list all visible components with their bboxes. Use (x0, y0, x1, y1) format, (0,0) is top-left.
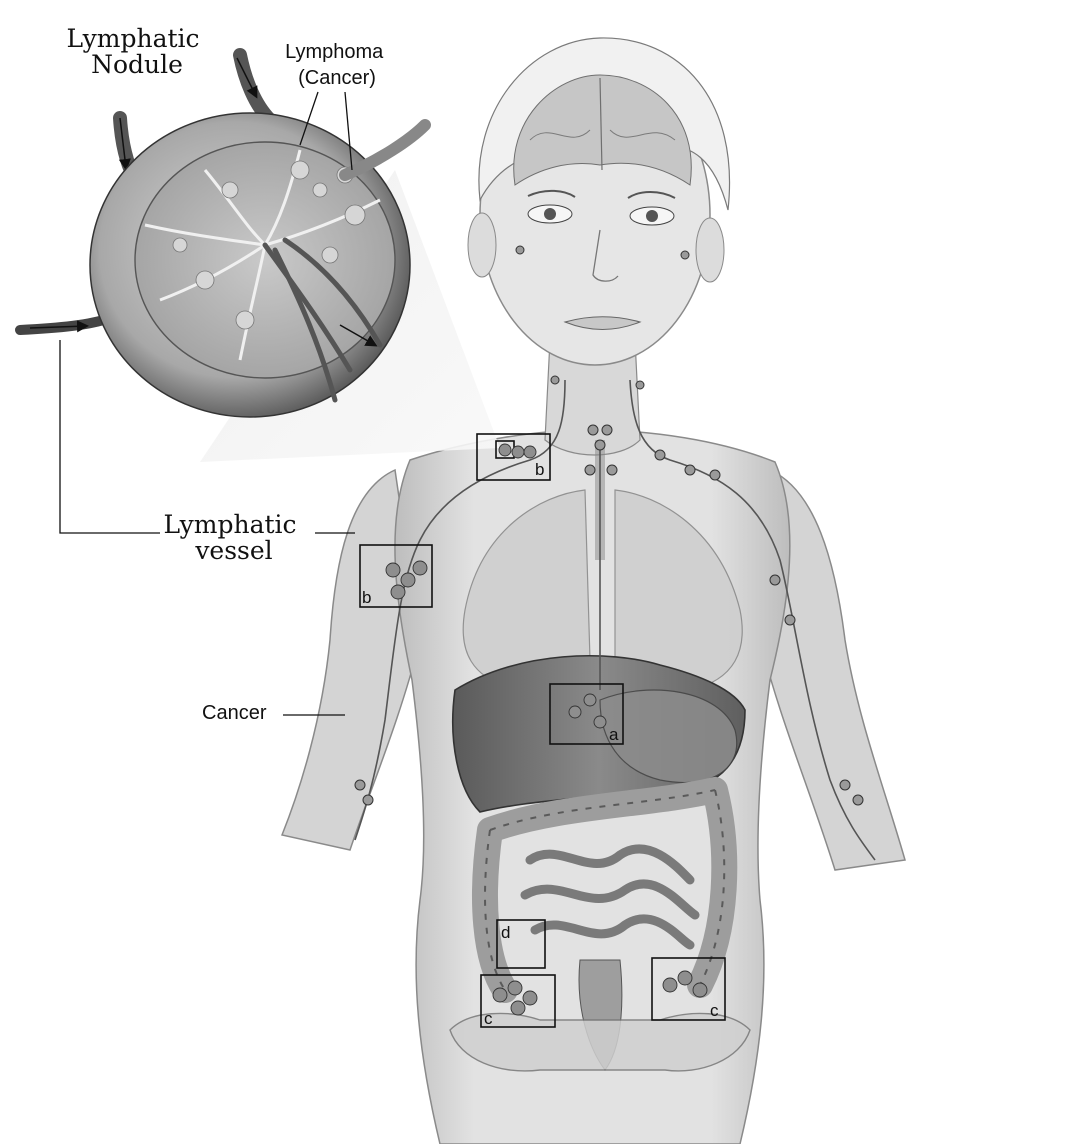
box-letter-c-right: c (710, 1001, 719, 1020)
box-letter-c-left: c (484, 1009, 493, 1028)
box-c-left (480, 974, 556, 1028)
box-a (549, 683, 624, 745)
box-letter-b-neck: b (535, 460, 544, 479)
box-d (496, 919, 546, 969)
lymph-nodes (354, 245, 864, 806)
lymph-vessels (354, 379, 876, 861)
lymphatic-nodule-label: Lymphatic Nodule (67, 24, 208, 79)
box-b-arm (359, 544, 433, 608)
stomach (599, 689, 738, 784)
left-lung (614, 489, 743, 691)
brain (513, 74, 692, 186)
child-body-figure (280, 37, 906, 1144)
box-b-neck (476, 433, 551, 481)
box-c-right (651, 957, 726, 1021)
left-ear (695, 217, 725, 283)
right-arm (280, 468, 421, 851)
left-arm (759, 468, 906, 871)
mouth (563, 316, 642, 330)
cancer-label: Cancer (202, 702, 267, 724)
box-letter-d: d (501, 923, 510, 942)
lymphatic-vessel-label: Lymphatic vessel (164, 510, 305, 565)
nodule-interior (134, 141, 396, 379)
small-intestine (520, 844, 700, 950)
lymphatic-vessel-leader (59, 340, 160, 534)
box-letter-a: a (609, 725, 619, 744)
afferent-vessel-top (233, 48, 277, 127)
lymphoma-label: Lymphoma (Cancer) (285, 41, 389, 89)
box-letter-b-arm: b (362, 588, 371, 607)
right-ear (467, 212, 497, 278)
lymphoma-leader-lines (299, 91, 353, 171)
marker-boxes (359, 433, 726, 1028)
pelvis (449, 1012, 751, 1072)
efferent-vessels (262, 237, 383, 403)
lymphatic-nodule-inset (15, 48, 431, 418)
